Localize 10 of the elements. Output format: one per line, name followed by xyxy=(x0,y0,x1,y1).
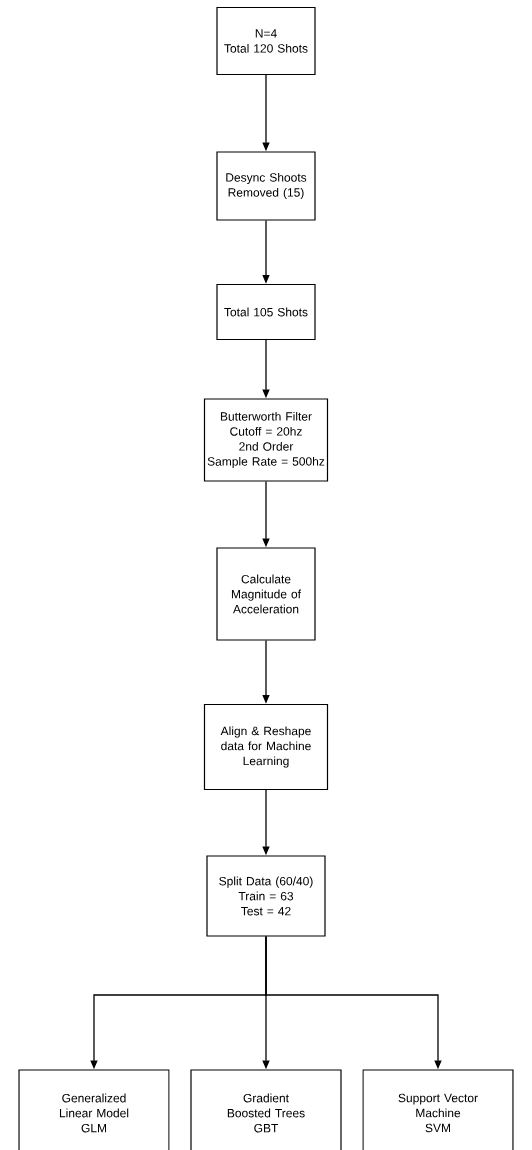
process-box: Generalized Linear Model GLM xyxy=(18,1069,170,1150)
process-box: Split Data (60/40) Train = 63 Test = 42 xyxy=(206,855,326,937)
process-box: Support Vector Machine SVM xyxy=(362,1069,514,1150)
process-box: Calculate Magnitude of Acceleration xyxy=(216,547,316,641)
process-box: Total 105 Shots xyxy=(216,283,316,341)
process-box: Desync Shoots Removed (15) xyxy=(216,151,316,221)
process-box: Align & Reshape data for Machine Learning xyxy=(203,703,329,791)
process-box: N=4 Total 120 Shots xyxy=(216,6,316,76)
process-box: Gradient Boosted Trees GBT xyxy=(190,1069,342,1150)
process-box: Butterworth Filter Cutoff = 20hz 2nd Order Sample Rate = 500hz xyxy=(203,398,329,482)
